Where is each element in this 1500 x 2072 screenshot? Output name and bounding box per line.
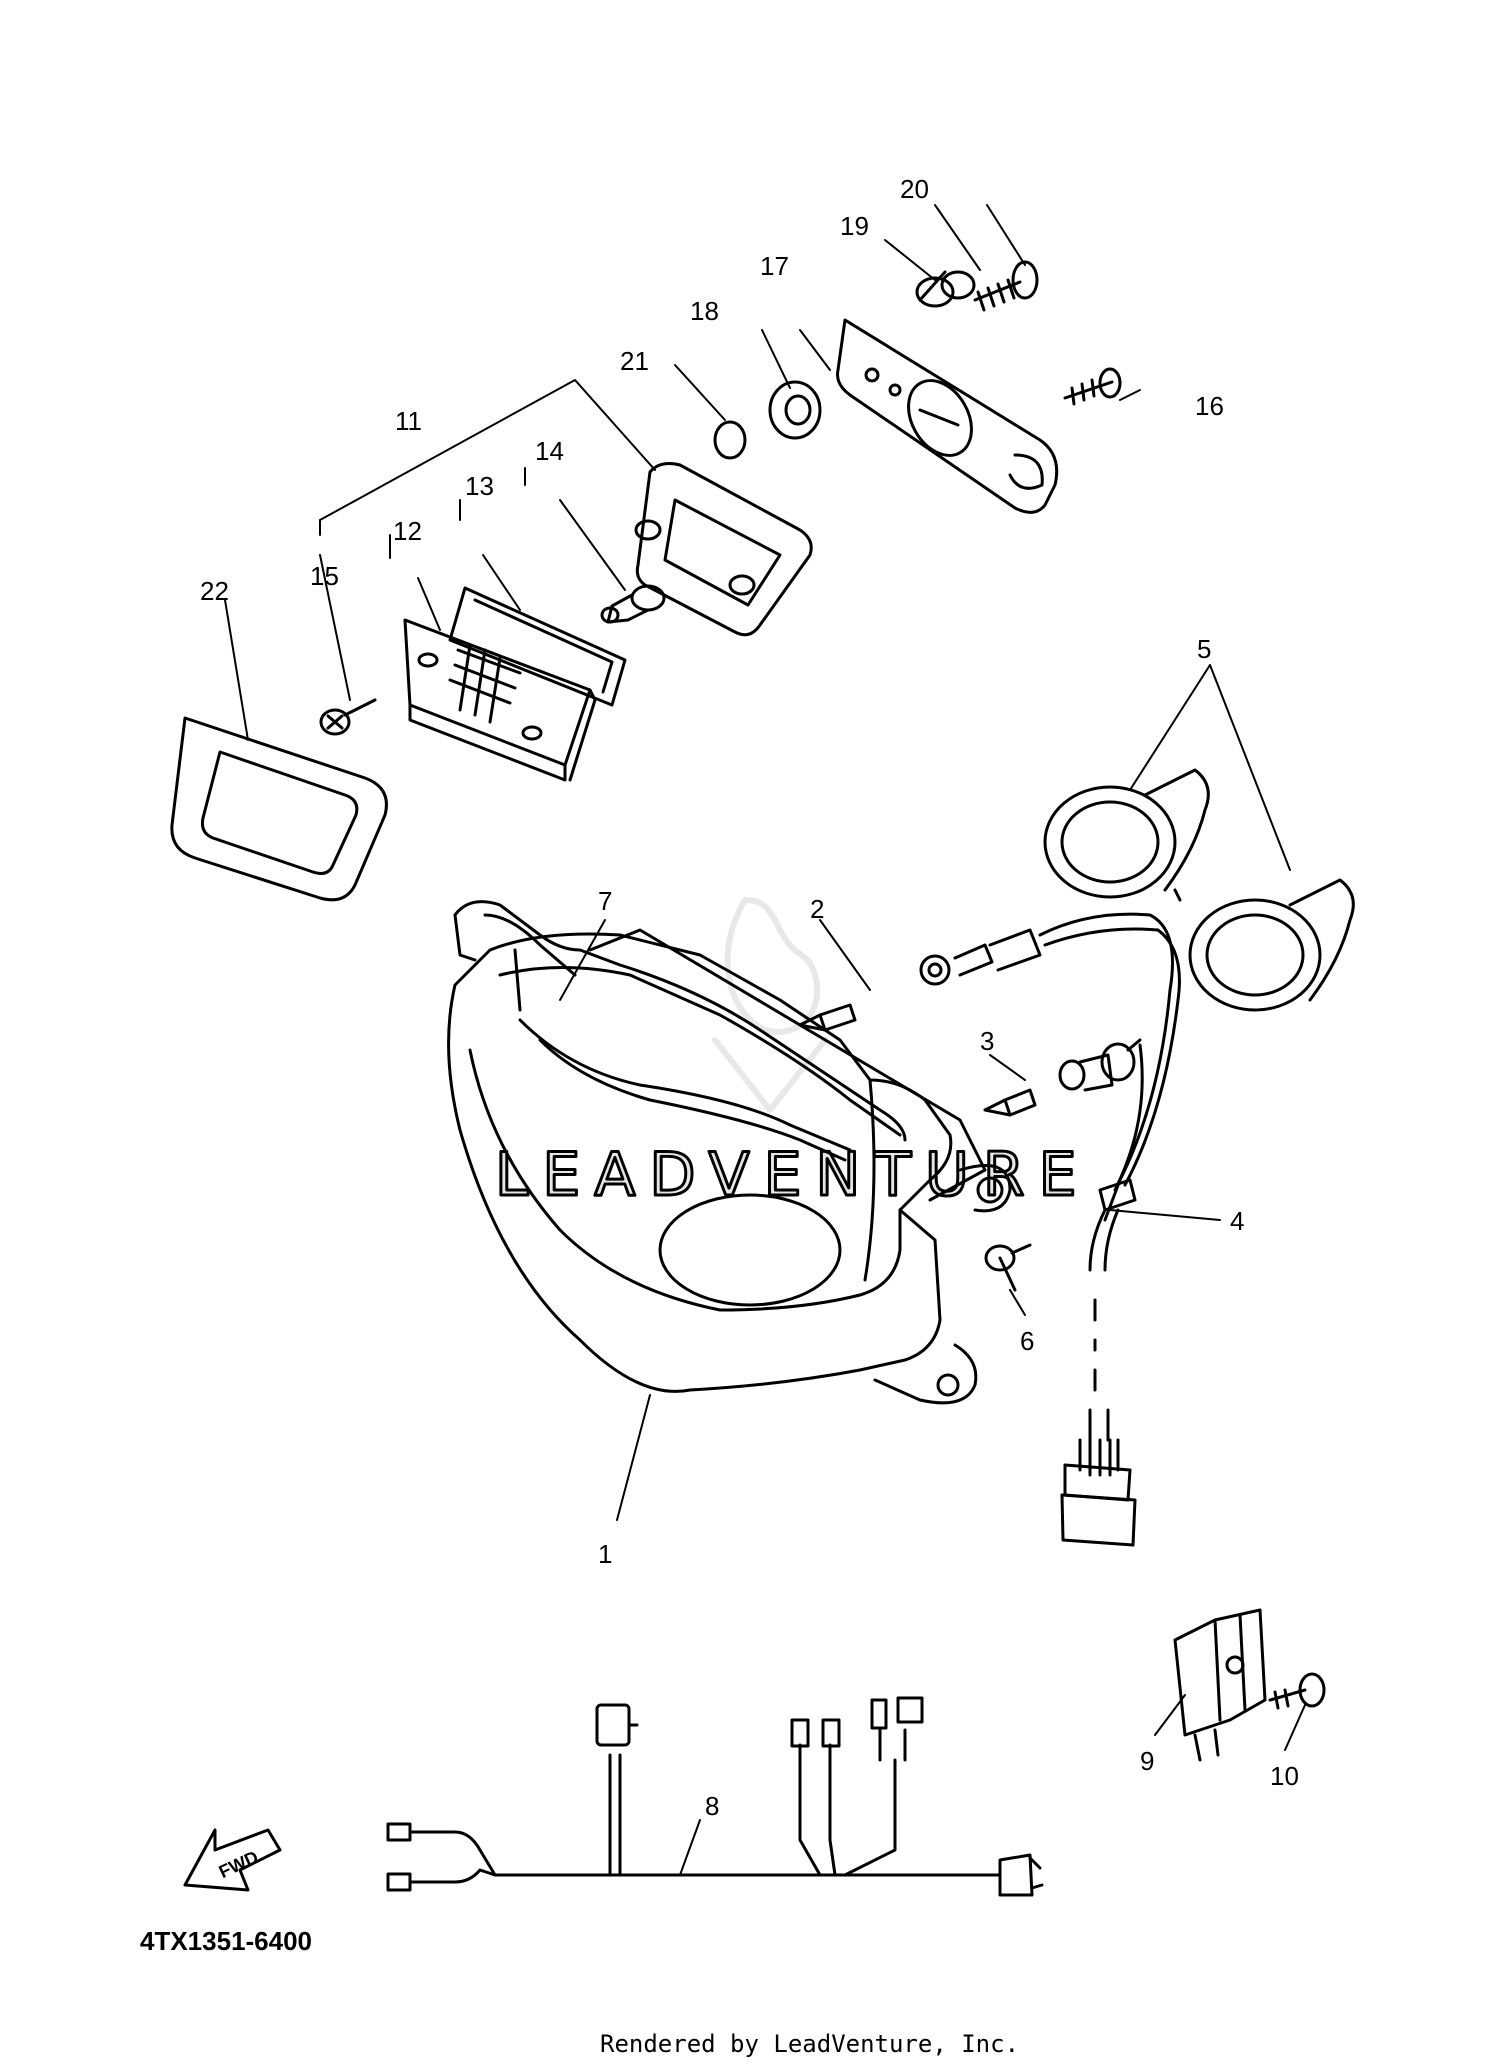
lens-gasket-frame <box>170 716 388 902</box>
mounting-bracket <box>836 318 1059 514</box>
grommet <box>768 380 822 440</box>
callout-5: 5 <box>1197 634 1211 664</box>
forward-direction-arrow <box>183 1828 282 1892</box>
sub-wire-harness <box>386 1696 1044 1897</box>
position-bulb-2 <box>983 1088 1037 1117</box>
callout-labels: 1 2 3 4 5 6 7 8 9 10 11 12 13 14 15 16 1… <box>200 174 1299 1821</box>
callout-21: 21 <box>620 346 649 376</box>
diagram-part-code: 4TX1351-6400 <box>140 1926 312 1956</box>
callout-3: 3 <box>980 1026 994 1056</box>
callout-12: 12 <box>393 516 422 546</box>
callout-2: 2 <box>810 894 824 924</box>
render-credit: Rendered by LeadVenture, Inc. <box>600 2030 1019 2058</box>
watermark-text: LEADVENTURE <box>495 1140 1091 1210</box>
headlight-assembly <box>447 928 1012 1405</box>
watermark-logo <box>712 897 828 1113</box>
headlight-bulb <box>1188 878 1355 1012</box>
callout-18: 18 <box>690 296 719 326</box>
callout-14: 14 <box>535 436 564 466</box>
callout-1: 1 <box>598 1539 612 1569</box>
callout-8: 8 <box>705 1791 719 1821</box>
relay <box>1173 1608 1267 1762</box>
mounting-bolt <box>984 1243 1032 1292</box>
callout-17: 17 <box>760 251 789 281</box>
lamp-housing <box>634 462 813 637</box>
callout-15: 15 <box>310 561 339 591</box>
washer <box>713 420 747 460</box>
callout-6: 6 <box>1020 1326 1034 1356</box>
callout-20: 20 <box>900 174 929 204</box>
leader-lines <box>224 204 1306 1876</box>
callout-13: 13 <box>465 471 494 501</box>
callout-22: 22 <box>200 576 229 606</box>
callout-7: 7 <box>598 886 612 916</box>
callout-19: 19 <box>840 211 869 241</box>
callout-10: 10 <box>1270 1761 1299 1791</box>
bulb-socket <box>600 584 666 624</box>
headlight-rim <box>453 900 907 1162</box>
callout-16: 16 <box>1195 391 1224 421</box>
callout-4: 4 <box>1230 1206 1244 1236</box>
bulb-socket-angle <box>1058 1038 1142 1092</box>
lens-screw <box>319 698 377 736</box>
bulb-socket-small <box>919 928 1042 986</box>
headlight-wiring <box>1038 912 1181 1547</box>
headlight-bulb <box>1043 768 1210 902</box>
fwd-label: FWD <box>216 1847 262 1882</box>
relay-bolt <box>1268 1672 1326 1710</box>
lens <box>403 618 597 782</box>
tapping-screw <box>1063 367 1122 406</box>
collar <box>915 270 976 308</box>
position-bulb <box>798 1003 857 1032</box>
callout-11: 11 <box>395 406 422 436</box>
lens-gasket <box>448 586 627 707</box>
callout-9: 9 <box>1140 1746 1154 1776</box>
bolt <box>973 260 1039 312</box>
